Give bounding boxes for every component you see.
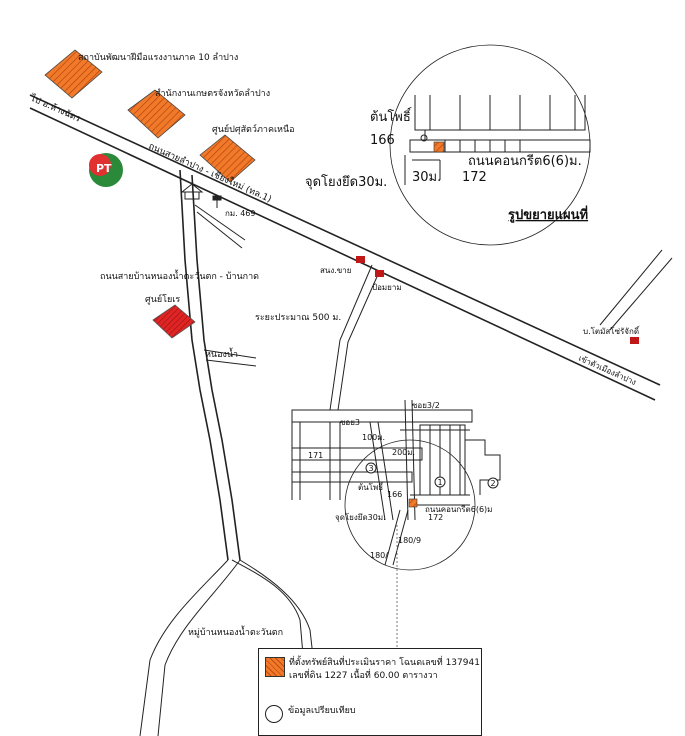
side-road-right: [599, 249, 673, 331]
livestock-center-building: [199, 134, 256, 183]
subject-marker-lower: [408, 498, 418, 508]
label-agri-office: สำนักงานเกษตรจังหวัดลำปาง: [155, 88, 270, 99]
label-parcel-180-9: 180/9: [398, 536, 421, 545]
legend-subject-line1: ที่ตั้งทรัพย์สินที่ประเมินราคา โฉนดเลขที…: [289, 658, 480, 668]
agri-office-building: [127, 89, 186, 139]
pt-logo: PT: [89, 153, 123, 187]
label-local-road: ถนนสายบ้านหนองน้ำตะวันตก - บ้านกาด: [100, 269, 259, 282]
label-pole-171: 171: [308, 451, 323, 460]
label-nong-nam: หนองน้ำ: [205, 347, 238, 360]
label-dist-200: 200ม.: [392, 448, 415, 457]
highway: [29, 94, 661, 401]
label-meeting-place: ป้อมยาม: [372, 283, 402, 292]
house-icon: [180, 183, 204, 200]
label-pole-172-small: 172: [428, 513, 443, 522]
label-dohae-center: ศูนย์โยเร: [145, 293, 180, 305]
label-soi3-2: ซอย3/2: [412, 401, 440, 410]
company-marker: [630, 337, 639, 344]
svg-text:2: 2: [491, 479, 496, 488]
local-road: [139, 169, 323, 736]
meeting-place-marker: [375, 270, 384, 277]
legend-subject-text: ที่ตั้งทรัพย์สินที่ประเมินราคา โฉนดเลขที…: [289, 657, 480, 683]
label-wood-shop: สนง.ขาย: [320, 266, 351, 275]
inset-label-concrete: ถนนคอนกรีต6(6)ม.: [468, 153, 582, 169]
label-village: หมู่บ้านหนองน้ำตะวันตก: [188, 625, 283, 638]
inset-title: รูปขยายแผนที่: [508, 205, 588, 223]
comparable-2: 2: [487, 477, 499, 489]
project-roads: [291, 399, 501, 566]
branch-road: [329, 264, 381, 411]
inset-label-ref: จุดโยงยึด30ม.: [305, 174, 387, 190]
institute-building: [44, 49, 103, 99]
inset-label-30: 30ม.: [412, 170, 441, 185]
legend-subject-row: ที่ตั้งทรัพย์สินที่ประเมินราคา โฉนดเลขที…: [265, 657, 480, 683]
inset-subject-plot: [433, 141, 445, 153]
comparable-3: 3: [365, 462, 377, 474]
dohae-center-marker: [152, 304, 196, 339]
inset-label-166: 166: [370, 133, 395, 148]
inset-label-tonpho: ต้นโพธิ์: [370, 107, 413, 125]
label-company: บ.โตมัสโซ่รัจักดิ์: [583, 325, 640, 336]
legend-subject-swatch: [265, 657, 285, 677]
legend-subject-line2: เลขที่ดิน 1227 เนื้อที่ 60.00 ตารางวา: [289, 671, 438, 681]
svg-text:3: 3: [369, 464, 374, 473]
label-pole-166-small: 166: [387, 490, 402, 499]
pt-logo-text: PT: [96, 162, 112, 175]
legend-comparable-text: ข้อมูลเปรียบเทียบ: [288, 706, 356, 716]
label-parcel-180: 180/: [370, 551, 388, 560]
comparable-1: 1: [434, 476, 446, 488]
km-marker-icon: [212, 195, 222, 208]
inset-label-172: 172: [462, 170, 487, 185]
inset-tree-icon: [420, 134, 428, 142]
label-km-marker: กม. 469: [225, 209, 255, 218]
label-institute: สถาบันพัฒนาฝีมือแรงงานภาค 10 ลำปาง: [78, 52, 238, 63]
legend-comparable-circle: [265, 705, 283, 723]
legend: ที่ตั้งทรัพย์สินที่ประเมินราคา โฉนดเลขที…: [258, 648, 482, 736]
label-distance: ระยะประมาณ 500 ม.: [255, 313, 341, 323]
legend-comparable-row: ข้อมูลเปรียบเทียบ: [265, 705, 356, 723]
label-ref-point-small: จุดโยงยึด30ม.: [335, 512, 386, 522]
wood-shop-marker: [356, 256, 365, 263]
label-livestock-center: ศูนย์ปศุสัตว์ภาคเหนือ: [212, 123, 295, 135]
label-dist-100: 100ม.: [362, 433, 385, 442]
label-tonpho-small: ต้นโพธิ์: [358, 481, 385, 492]
label-soi3: ซอย3: [340, 418, 360, 427]
label-concrete-road-small: ถนนคอนกรีต6(6)ม: [425, 505, 492, 514]
comparable-circle-lower: [344, 439, 476, 571]
svg-text:1: 1: [438, 478, 443, 487]
